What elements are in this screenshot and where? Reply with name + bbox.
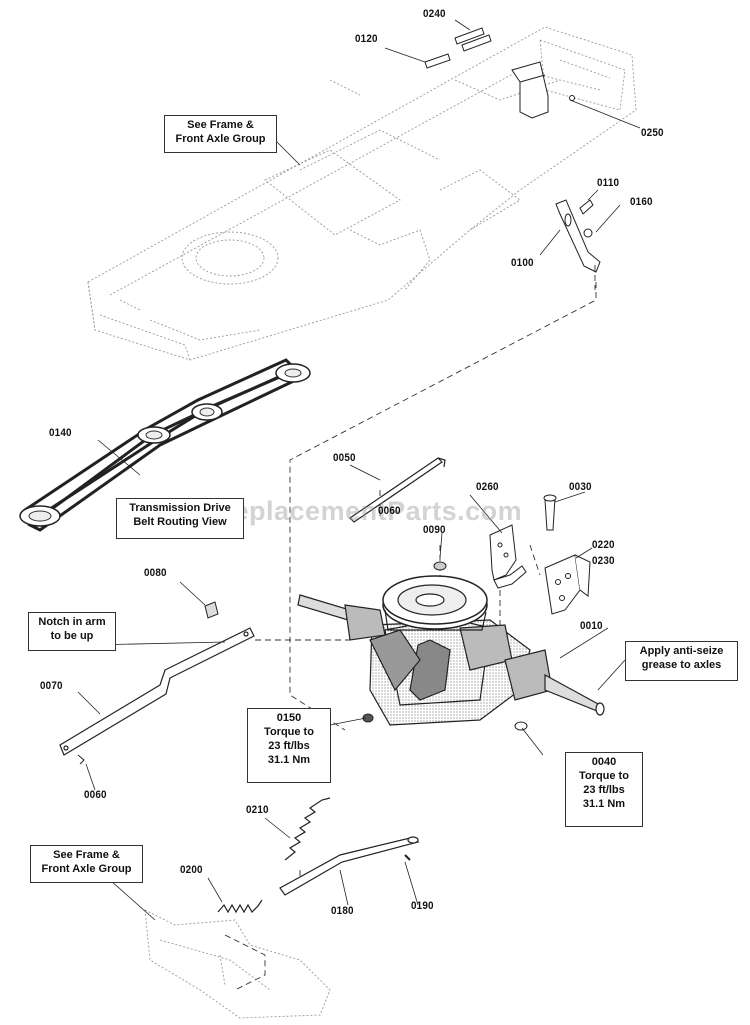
- callout-line: 23 ft/lbs: [583, 784, 625, 796]
- bolts-0240-0120: [424, 27, 492, 69]
- part-number-0060-top[interactable]: 0060: [378, 505, 401, 517]
- callout-line: 23 ft/lbs: [268, 740, 310, 752]
- bracket-0250: [511, 61, 575, 119]
- part-number-0240[interactable]: 0240: [423, 8, 446, 20]
- nut-0090: [433, 561, 447, 571]
- part-number-0220[interactable]: 0220: [592, 539, 615, 551]
- part-number-0180[interactable]: 0180: [331, 905, 354, 917]
- callout-line[interactable]: 0150: [276, 712, 302, 724]
- part-number-0160[interactable]: 0160: [630, 196, 653, 208]
- callout-line: Apply anti-seize: [639, 645, 724, 657]
- nut-0150: [362, 713, 374, 723]
- callout-line: 31.1 Nm: [267, 754, 311, 766]
- part-number-0050[interactable]: 0050: [333, 452, 356, 464]
- bushing-0080: [204, 601, 219, 619]
- part-number-0260[interactable]: 0260: [476, 481, 499, 493]
- watermark-text: eReplacementParts.com: [198, 496, 523, 526]
- leader-lines: [77, 19, 641, 921]
- part-number-0100[interactable]: 0100: [511, 257, 534, 269]
- arm-0070: [59, 627, 255, 756]
- belt-routing-view: [19, 358, 311, 532]
- callout-line: See Frame &: [187, 119, 254, 131]
- part-number-0090[interactable]: 0090: [423, 524, 446, 536]
- callout-line: See Frame &: [53, 849, 120, 861]
- spring-0200: [217, 899, 263, 914]
- callout-line[interactable]: 0040: [591, 756, 617, 768]
- callout-see-frame-bottom: See Frame & Front Axle Group: [30, 845, 143, 883]
- callout-line: 31.1 Nm: [582, 798, 626, 810]
- part-number-0250[interactable]: 0250: [641, 127, 664, 139]
- part-number-0070[interactable]: 0070: [40, 680, 63, 692]
- part-number-0230[interactable]: 0230: [592, 555, 615, 567]
- nut-0040: [514, 721, 528, 731]
- bracket-0260: [489, 524, 527, 589]
- bracket-0100: [555, 199, 601, 273]
- callout-notch: Notch in arm to be up: [28, 612, 116, 651]
- callout-line: grease to axles: [641, 659, 722, 671]
- callout-transmission-drive: Transmission Drive Belt Routing View: [116, 498, 244, 539]
- callout-line: Front Axle Group: [41, 863, 132, 875]
- clip-0060: [77, 754, 85, 765]
- rod-0180: [279, 836, 420, 896]
- callout-anti-seize: Apply anti-seize grease to axles: [625, 641, 738, 681]
- bracket-0220: [544, 554, 591, 615]
- callout-line: Transmission Drive: [129, 502, 231, 514]
- part-number-0080[interactable]: 0080: [144, 567, 167, 579]
- pin-0190: [404, 854, 411, 861]
- part-number-0030[interactable]: 0030: [569, 481, 592, 493]
- callout-line: Torque to: [579, 770, 629, 782]
- callout-line: Front Axle Group: [175, 133, 266, 145]
- transmission-0010: [297, 575, 605, 726]
- part-number-0120[interactable]: 0120: [355, 33, 378, 45]
- part-number-0140[interactable]: 0140: [49, 427, 72, 439]
- lower-frame-phantom: [144, 909, 331, 1019]
- callout-line: Belt Routing View: [133, 516, 227, 528]
- frame-phantom: [87, 26, 637, 361]
- rod-0050: [349, 457, 446, 523]
- callout-line: to be up: [50, 630, 94, 642]
- callout-see-frame-top: See Frame & Front Axle Group: [164, 115, 277, 153]
- part-number-0060-bottom[interactable]: 0060: [84, 789, 107, 801]
- callout-torque-0040: 0040 Torque to 23 ft/lbs 31.1 Nm: [565, 752, 643, 827]
- bolt-0030: [543, 494, 557, 531]
- callout-torque-0150: 0150 Torque to 23 ft/lbs 31.1 Nm: [247, 708, 331, 783]
- callout-line: Notch in arm: [38, 616, 106, 628]
- callout-line: Torque to: [264, 726, 314, 738]
- part-number-0110[interactable]: 0110: [597, 177, 620, 189]
- part-number-0210[interactable]: 0210: [246, 804, 269, 816]
- spring-0210: [284, 797, 331, 861]
- part-number-0190[interactable]: 0190: [411, 900, 434, 912]
- part-number-0200[interactable]: 0200: [180, 864, 203, 876]
- part-number-0010[interactable]: 0010: [580, 620, 603, 632]
